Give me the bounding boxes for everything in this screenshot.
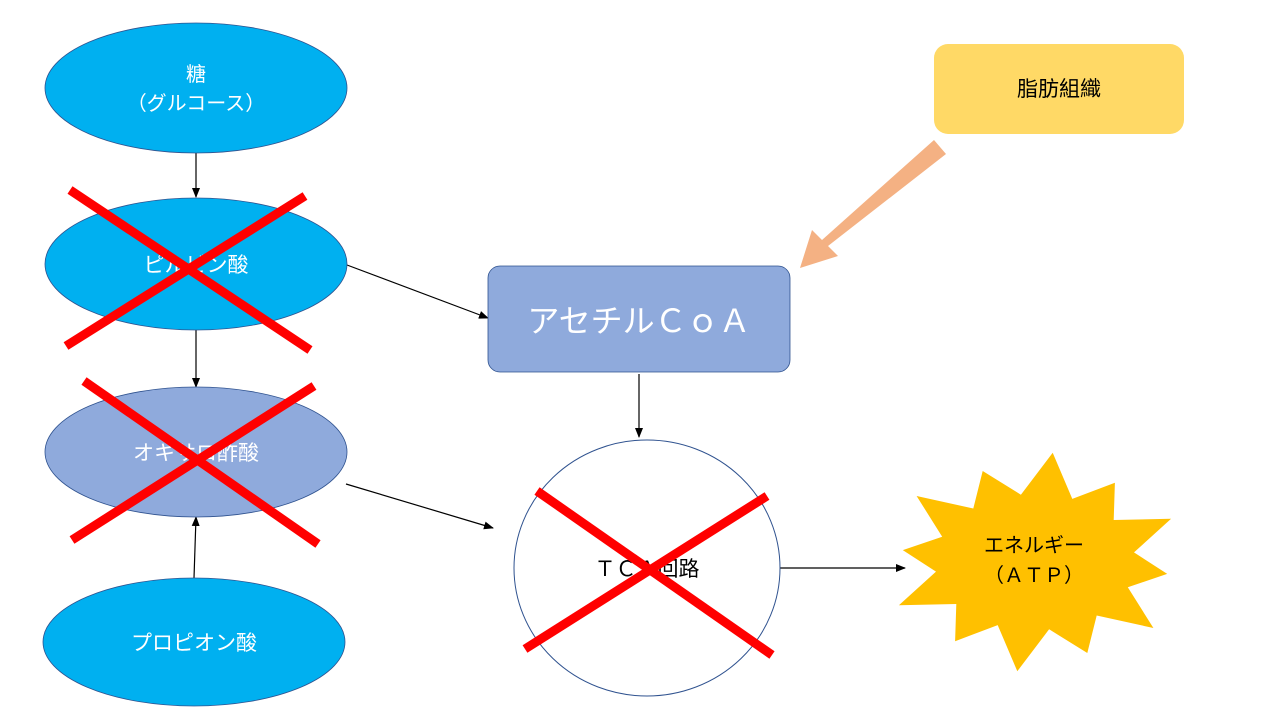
cross-oxaloacetate <box>69 377 321 548</box>
node-adipose-tissue-label: 脂肪組織 <box>1017 77 1101 101</box>
arrow-oxaloacetate-to-tca <box>345 483 494 530</box>
node-acetyl-coa: アセチルＣｏＡ <box>487 265 791 373</box>
node-propionate-label: プロピオン酸 <box>131 631 257 655</box>
cross-oxaloacetate-stroke-b <box>69 382 317 544</box>
cross-tca-cycle <box>522 487 775 659</box>
node-sugar: 糖 （グルコース） <box>44 22 348 154</box>
node-oxaloacetate-shape <box>44 386 348 518</box>
node-sugar-label-line2: （グルコース） <box>127 91 266 115</box>
node-energy-label-line1: エネルギー <box>984 533 1084 557</box>
node-adipose-tissue: 脂肪組織 <box>934 44 1184 134</box>
node-sugar-label-line1: 糖 <box>186 62 206 86</box>
arrow-propionate-to-oxaloacetate <box>191 516 200 579</box>
node-energy: エネルギー （ＡＴＰ） <box>898 452 1172 672</box>
node-sugar-shape <box>44 22 348 154</box>
node-oxaloacetate: オキサロ酢酸 <box>44 386 348 518</box>
cross-pyruvate <box>63 186 313 354</box>
node-propionate-shape <box>42 577 346 707</box>
node-acetyl-coa-shape <box>487 265 791 373</box>
cross-pyruvate-stroke-b <box>63 192 308 350</box>
cross-tca-cycle-stroke-a <box>534 487 775 659</box>
node-adipose-tissue-shape <box>934 44 1184 134</box>
node-energy-label-line2: （ＡＴＰ） <box>984 563 1084 587</box>
node-energy-shape <box>898 452 1172 672</box>
node-propionate: プロピオン酸 <box>42 577 346 707</box>
cross-tca-cycle-stroke-b <box>522 492 770 653</box>
adipose-block-arrow <box>800 140 946 268</box>
arrow-pyruvate-to-acetyl-coa <box>346 264 489 319</box>
node-acetyl-coa-label: アセチルＣｏＡ <box>527 302 750 340</box>
